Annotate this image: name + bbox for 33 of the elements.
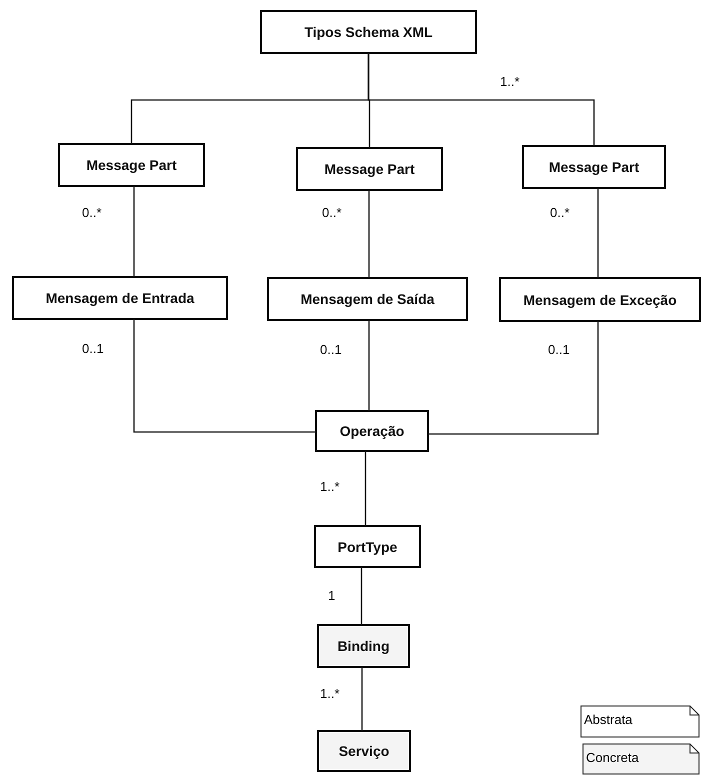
- connector-line: [597, 189, 599, 277]
- class-box: Mensagem de Saída: [267, 277, 468, 321]
- multiplicity-label: 1: [328, 588, 336, 603]
- connector-line: [360, 568, 362, 624]
- multiplicity-label: 0..1: [548, 342, 570, 357]
- multiplicity-label: 1..*: [500, 74, 520, 89]
- class-box: Tipos Schema XML: [260, 10, 477, 54]
- multiplicity-label: 0..*: [550, 205, 570, 220]
- class-box: Message Part: [58, 143, 205, 187]
- class-box: Mensagem de Exceção: [499, 277, 701, 322]
- connector-line: [133, 320, 315, 433]
- connector-line: [368, 191, 370, 277]
- class-box: Serviço: [317, 730, 411, 772]
- class-box: Mensagem de Entrada: [12, 276, 228, 320]
- connector-line: [364, 452, 366, 525]
- connector-line: [368, 54, 595, 145]
- connector-line: [361, 668, 363, 730]
- class-box: PortType: [314, 525, 421, 568]
- multiplicity-label: 1..*: [320, 686, 340, 701]
- multiplicity-label: 0..1: [82, 341, 104, 356]
- legend-label: Concreta: [586, 750, 639, 765]
- multiplicity-label: 1..*: [320, 479, 340, 494]
- multiplicity-label: 0..1: [320, 342, 342, 357]
- multiplicity-label: 0..*: [322, 205, 342, 220]
- class-box: Message Part: [296, 147, 443, 191]
- connector-line: [133, 187, 135, 276]
- class-box: Binding: [317, 624, 410, 668]
- legend-label: Abstrata: [584, 712, 632, 727]
- connector-line: [429, 322, 599, 435]
- class-box: Message Part: [522, 145, 666, 189]
- class-box: Operação: [315, 410, 429, 452]
- multiplicity-label: 0..*: [82, 205, 102, 220]
- connector-line: [368, 321, 370, 410]
